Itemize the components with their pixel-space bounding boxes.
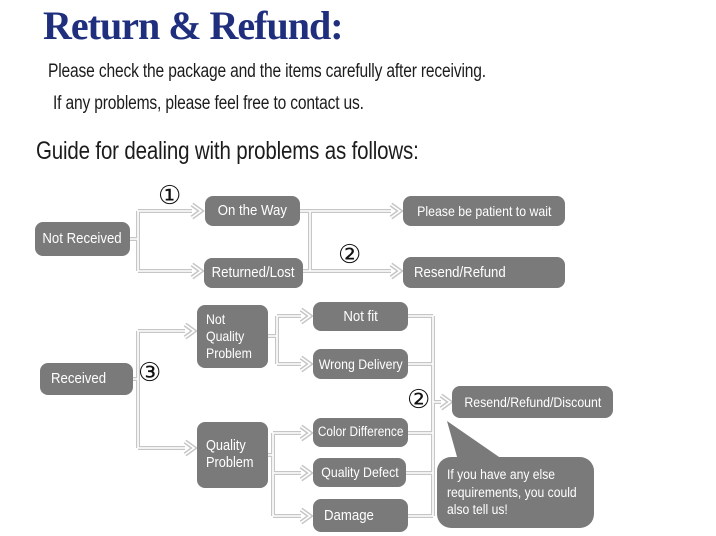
node-wrong-delivery: Wrong Delivery xyxy=(313,349,408,379)
node-not-quality-problem: Not Quality Problem xyxy=(197,305,268,368)
node-not-fit: Not fit xyxy=(313,302,408,331)
node-be-patient: Please be patient to wait xyxy=(403,196,565,226)
guide-heading: Guide for dealing with problems as follo… xyxy=(36,137,419,165)
marker-step-2-bottom: ② xyxy=(407,385,431,415)
speech-bubble: If you have any else requirements, you c… xyxy=(437,457,594,528)
node-quality-defect: Quality Defect xyxy=(313,458,406,487)
node-resend-refund-discount: Resend/Refund/Discount xyxy=(452,386,613,418)
node-quality-problem: Quality Problem xyxy=(197,422,268,488)
marker-step-3: ③ xyxy=(138,358,162,388)
subtitle-line-1: Please check the package and the items c… xyxy=(48,61,486,82)
marker-step-1: ① xyxy=(158,181,182,211)
page-title: Return & Refund: xyxy=(43,3,344,48)
node-returned-lost: Returned/Lost xyxy=(204,258,303,288)
marker-step-2-top: ② xyxy=(338,240,362,270)
node-resend-refund: Resend/Refund xyxy=(403,257,565,288)
node-damage: Damage xyxy=(313,499,408,532)
node-not-received: Not Received xyxy=(35,222,130,256)
node-received: Received xyxy=(40,363,133,395)
subtitle-line-2: If any problems, please feel free to con… xyxy=(53,93,364,114)
node-color-difference: Color Difference xyxy=(313,418,408,447)
node-on-the-way: On the Way xyxy=(205,196,300,226)
